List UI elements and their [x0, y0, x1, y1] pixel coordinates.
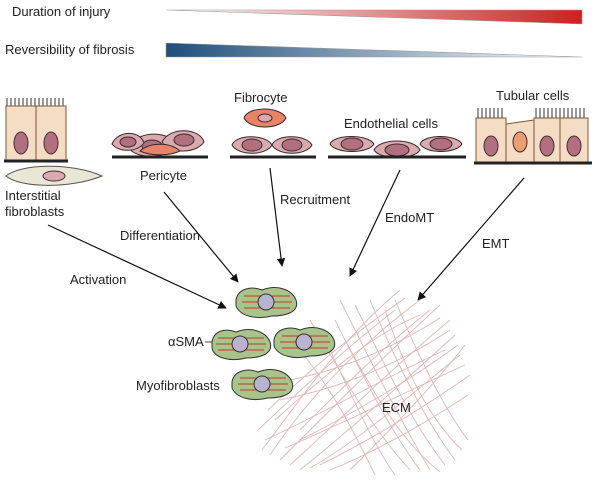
myofibroblast-cell-2 — [211, 329, 272, 361]
tubular-cells — [474, 108, 592, 165]
interstitial-fibroblasts-label-1: Interstitial — [5, 188, 61, 203]
activation-arrow — [47, 224, 227, 309]
pericyte-cells — [111, 130, 208, 159]
recruitment-label: Recruitment — [280, 192, 350, 207]
vessel-cells-fibrocyte — [230, 136, 316, 159]
fibrocyte-label: Fibrocyte — [234, 90, 287, 105]
emt-arrow — [417, 177, 525, 301]
differentiation-arrow — [163, 191, 239, 283]
pericyte-label: Pericyte — [140, 168, 187, 183]
fibrocyte-cell — [243, 108, 287, 128]
endomt-label: EndoMT — [385, 210, 434, 225]
duration-of-injury-wedge — [165, 9, 583, 25]
myofibroblast-cell-3 — [273, 327, 336, 359]
tubular-label: Tubular cells — [496, 88, 570, 103]
interstitial-fibroblasts-label-2: fibroblasts — [5, 204, 65, 219]
interstitial-fibroblast-cell — [5, 165, 104, 186]
reversibility-wedge — [165, 42, 583, 58]
recruitment-arrow — [269, 167, 286, 267]
endothelial-cells — [328, 136, 466, 159]
reversibility-label: Reversibility of fibrosis — [5, 42, 135, 57]
activation-label: Activation — [70, 272, 126, 287]
differentiation-label: Differentiation — [120, 228, 200, 243]
ecm-fibers — [257, 289, 471, 476]
myofibroblast-cell-1 — [235, 287, 298, 319]
interstitial-tubule — [4, 98, 68, 163]
emt-label: EMT — [482, 236, 510, 251]
myofibroblast-cell-4 — [231, 369, 294, 401]
myofibroblasts-label: Myofibroblasts — [136, 378, 220, 393]
asma-label: αSMA — [168, 334, 204, 349]
endothelial-label: Endothelial cells — [344, 116, 438, 131]
duration-of-injury-label: Duration of injury — [12, 4, 111, 19]
endomt-arrow — [349, 169, 401, 277]
ecm-label: ECM — [382, 400, 411, 415]
